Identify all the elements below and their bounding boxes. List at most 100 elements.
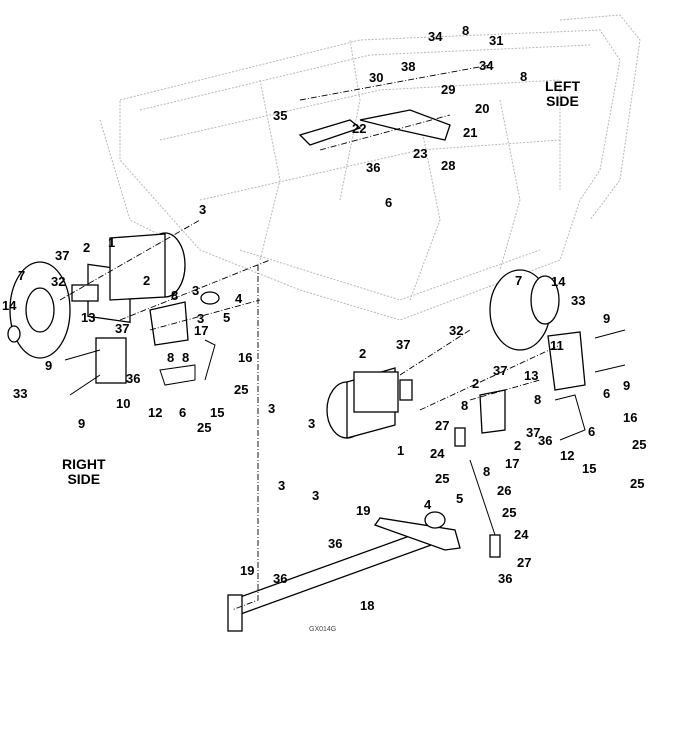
callout-14: 14	[2, 298, 17, 313]
callout-29: 29	[441, 82, 455, 97]
callout-13: 13	[81, 310, 95, 325]
callout-3: 3	[268, 401, 275, 416]
left-side-label: LEFT SIDE	[545, 79, 580, 109]
callout-2: 2	[514, 438, 521, 453]
callout-31: 31	[489, 33, 503, 48]
callout-7: 7	[515, 273, 522, 288]
callout-12: 12	[148, 405, 162, 420]
callout-3: 3	[199, 202, 206, 217]
callout-2: 2	[83, 240, 90, 255]
callout-3: 3	[278, 478, 285, 493]
callout-8: 8	[167, 350, 174, 365]
callout-8: 8	[462, 23, 469, 38]
callout-16: 16	[623, 410, 637, 425]
callout-36: 36	[273, 571, 287, 586]
callout-25: 25	[197, 420, 211, 435]
callout-19: 19	[240, 563, 254, 578]
callout-36: 36	[538, 433, 552, 448]
callout-1: 1	[108, 235, 115, 250]
callout-3: 3	[197, 311, 204, 326]
tractor-frame	[99, 14, 641, 321]
callout-8: 8	[520, 69, 527, 84]
linkage-bar	[227, 109, 461, 632]
callout-26: 26	[497, 483, 511, 498]
callout-28: 28	[441, 158, 455, 173]
callout-25: 25	[435, 471, 449, 486]
callout-24: 24	[430, 446, 445, 461]
callout-33: 33	[13, 386, 27, 401]
callout-36: 36	[498, 571, 512, 586]
callout-4: 4	[235, 291, 243, 306]
callout-17: 17	[194, 323, 208, 338]
callout-4: 4	[424, 497, 432, 512]
callout-8: 8	[534, 392, 541, 407]
right-side-line2: SIDE	[67, 471, 101, 487]
callout-2: 2	[472, 376, 479, 391]
right-side-line1: RIGHT	[62, 456, 106, 472]
callout-16: 16	[238, 350, 252, 365]
callout-18: 18	[360, 598, 374, 613]
callout-35: 35	[273, 108, 287, 123]
callout-8: 8	[182, 350, 189, 365]
callout-15: 15	[582, 461, 596, 476]
callout-38: 38	[401, 59, 415, 74]
callout-20: 20	[475, 101, 489, 116]
callout-1: 1	[397, 443, 404, 458]
callout-32: 32	[51, 274, 65, 289]
callout-33: 33	[571, 293, 585, 308]
callout-25: 25	[502, 505, 516, 520]
callout-23: 23	[413, 146, 427, 161]
callout-2: 2	[359, 346, 366, 361]
callout-32: 32	[449, 323, 463, 338]
left-motor-assembly	[7, 232, 220, 396]
callout-22: 22	[352, 121, 366, 136]
callout-37: 37	[493, 363, 507, 378]
callout-13: 13	[524, 368, 538, 383]
callout-9: 9	[623, 378, 630, 393]
callout-25: 25	[234, 382, 248, 397]
callout-24: 24	[514, 527, 529, 542]
callout-36: 36	[328, 536, 342, 551]
right-side-label: RIGHT SIDE	[62, 457, 106, 487]
callout-34: 34	[428, 29, 443, 44]
callout-5: 5	[456, 491, 463, 506]
callout-37: 37	[396, 337, 410, 352]
callout-11: 11	[550, 338, 564, 353]
callout-9: 9	[45, 358, 52, 373]
callout-37: 37	[115, 321, 129, 336]
callout-9: 9	[603, 311, 610, 326]
callout-5: 5	[223, 310, 230, 325]
callout-8: 8	[483, 464, 490, 479]
callout-27: 27	[435, 418, 449, 433]
callout-14: 14	[551, 274, 566, 289]
figure-code: GX014G	[309, 626, 337, 633]
callout-9: 9	[78, 416, 85, 431]
callout-34: 34	[479, 58, 494, 73]
callout-37: 37	[55, 248, 69, 263]
callout-37: 37	[526, 425, 540, 440]
callout-6: 6	[179, 405, 186, 420]
left-side-line2: SIDE	[546, 93, 579, 109]
callout-27: 27	[517, 555, 531, 570]
callout-3: 3	[312, 488, 319, 503]
callout-15: 15	[210, 405, 224, 420]
callout-7: 7	[18, 268, 25, 283]
callout-8: 8	[171, 288, 178, 303]
callout-30: 30	[369, 70, 383, 85]
callout-12: 12	[560, 448, 574, 463]
callout-25: 25	[632, 437, 646, 452]
callout-21: 21	[463, 125, 477, 140]
callout-36: 36	[126, 371, 140, 386]
right-motor-assembly	[326, 269, 626, 558]
callout-2: 2	[143, 273, 150, 288]
callout-17: 17	[505, 456, 519, 471]
callout-6: 6	[603, 386, 610, 401]
centerlines	[59, 64, 561, 611]
callout-6: 6	[588, 424, 595, 439]
callout-3: 3	[308, 416, 315, 431]
callout-6: 6	[385, 195, 392, 210]
callout-19: 19	[356, 503, 370, 518]
callout-10: 10	[116, 396, 130, 411]
